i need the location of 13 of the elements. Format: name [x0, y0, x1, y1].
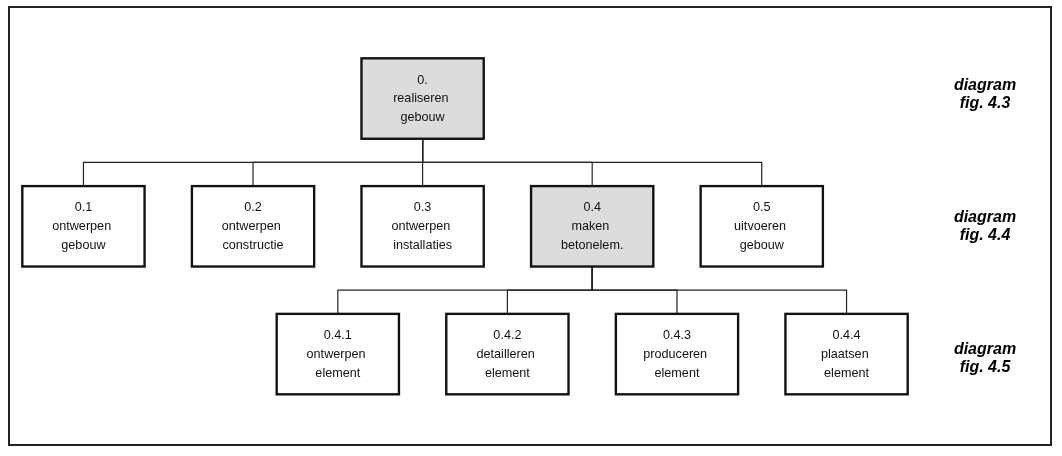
node-box: 0.4.3 produceren element: [614, 312, 740, 396]
node-box: 0.4 maken betonelem.: [529, 184, 655, 268]
node-box: 0.2 ontwerpen constructie: [190, 184, 316, 268]
node-box: 0.5 uitvoeren gebouw: [699, 184, 825, 268]
figure-reference: diagram fig. 4.3: [952, 76, 1018, 112]
node-box: 0. realiseren gebouw: [360, 56, 485, 140]
node-box: 0.3 ontwerpen installaties: [360, 184, 485, 268]
node-box: 0.1 ontwerpen gebouw: [21, 184, 146, 268]
figure-reference: diagram fig. 4.4: [952, 208, 1018, 244]
node-box: 0.4.4 plaatsen element: [784, 312, 909, 396]
figure-reference: diagram fig. 4.5: [952, 340, 1018, 376]
node-box: 0.4.2 detailleren element: [445, 312, 570, 396]
node-box: 0.4.1 ontwerpen element: [275, 312, 401, 396]
